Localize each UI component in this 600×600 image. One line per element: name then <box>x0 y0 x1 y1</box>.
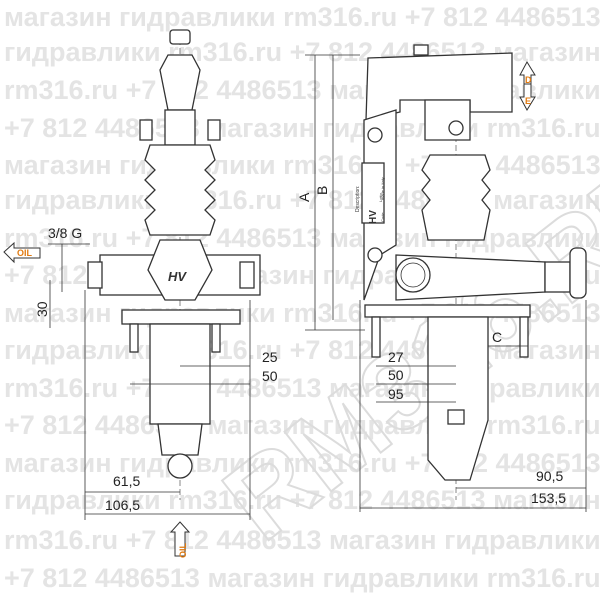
oil-port-arrow: OIL <box>3 241 41 264</box>
watermark-row: +7 812 4486513 магазин гидравлики rm316.… <box>4 563 600 593</box>
watermark-row: магазин гидравлики rm316.ru +7 812 44865… <box>4 150 600 180</box>
watermark-row: rm316.ru +7 812 4486513 магазин гидравли… <box>4 525 600 555</box>
watermark-row: rm316.ru +7 812 4486513 магазин гидравли… <box>4 223 600 253</box>
plate-lot: Lotto <box>378 192 383 202</box>
watermark-row: гидравлики rm316.ru +7 812 4486513 магаз… <box>4 185 600 215</box>
dim-153-5: 153,5 <box>531 490 566 506</box>
watermark-row: +7 812 4486513 магазин гидравлики rm316.… <box>4 113 600 143</box>
watermark-row: гидравлики rm316.ru +7 812 4486513 магаз… <box>4 485 600 515</box>
watermark-text: магазин гидравлики rm316.ru +7 812 44865… <box>4 2 600 593</box>
dim-50-side: 50 <box>388 367 404 383</box>
front-brand-logo: HV <box>168 269 187 284</box>
svg-text:OIL: OIL <box>178 542 188 558</box>
dim-27: 27 <box>388 349 404 365</box>
watermark-row: гидравлики rm316.ru +7 812 4486513 магаз… <box>4 335 600 365</box>
plate-brand: HV <box>368 210 379 224</box>
svg-text:OIL: OIL <box>17 248 33 258</box>
dim-95: 95 <box>388 386 404 402</box>
dim-B: B <box>314 186 330 195</box>
dim-30: 30 <box>34 301 50 317</box>
watermark-row: магазин гидравлики rm316.ru +7 812 44865… <box>4 448 600 478</box>
dim-90-5: 90,5 <box>536 468 563 484</box>
dim-50-front: 50 <box>262 368 278 384</box>
dim-61-5: 61,5 <box>113 473 140 489</box>
plate-description: Description: <box>355 186 361 212</box>
svg-text:D: D <box>525 75 532 85</box>
watermark-row: магазин гидравлики rm316.ru +7 812 44865… <box>4 2 600 32</box>
arrow-e-icon: E <box>519 83 536 112</box>
plate-made-in: made in Italy <box>380 177 385 200</box>
watermark-row: +7 812 4486513 магазин гидравлики rm316.… <box>4 410 600 440</box>
thread-size-label: 3/8 G <box>48 225 82 241</box>
dim-A: A <box>296 192 312 202</box>
dim-106-5: 106,5 <box>105 497 140 513</box>
dim-C: C <box>492 329 502 345</box>
plate-code: Code <box>380 212 385 222</box>
front-view: HV 3/8 G 30 OIL 25 50 61,5 106,5 OIL <box>3 29 278 558</box>
dim-25: 25 <box>262 349 278 365</box>
svg-text:E: E <box>525 96 531 106</box>
oil-inlet-arrow: OIL <box>169 521 191 558</box>
side-view: HV Description: Code Lotto made in Italy… <box>296 44 587 512</box>
watermark-row: rm316.ru +7 812 4486513 магазин гидравли… <box>4 373 600 403</box>
